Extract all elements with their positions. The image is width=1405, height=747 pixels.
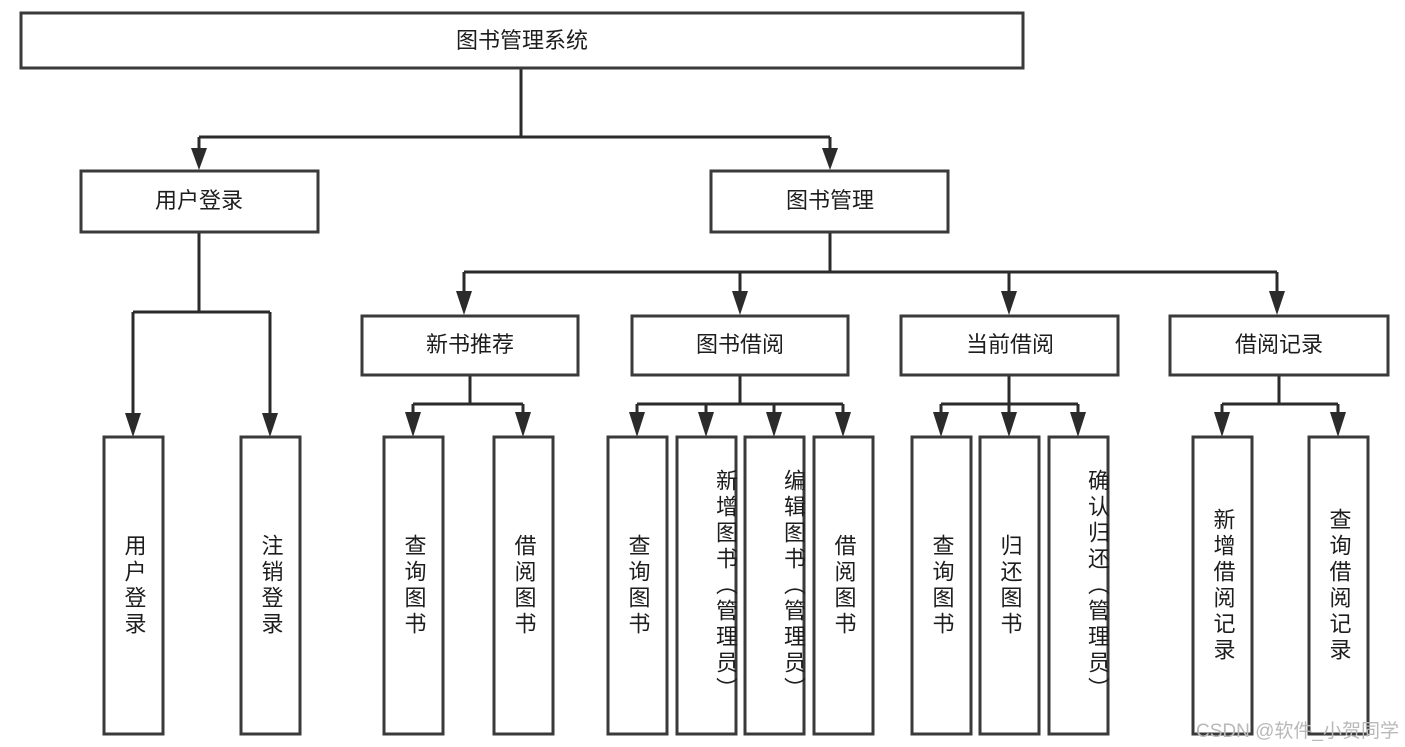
connector-group-currentborrow bbox=[933, 375, 1086, 437]
connector-group-bookborrow bbox=[629, 375, 851, 437]
arrowhead-leaf-add-record bbox=[1214, 412, 1230, 437]
connector-group-root bbox=[191, 68, 838, 170]
node-box-leaf-logout[interactable] bbox=[239, 435, 302, 736]
node-box-leaf-borrow-book-1[interactable] bbox=[492, 435, 555, 736]
label-root: 图书管理系统 bbox=[456, 28, 588, 53]
node-box-new-book-recommend[interactable] bbox=[360, 314, 580, 377]
arrowhead-current-borrow bbox=[1001, 291, 1017, 315]
connector-group-borrowrecord bbox=[1214, 375, 1346, 437]
arrowhead-borrow-record bbox=[1269, 291, 1285, 315]
node-box-leaf-borrow-book-2[interactable] bbox=[812, 435, 875, 736]
label-user-login: 用户登录 bbox=[155, 188, 243, 213]
node-box-borrow-record[interactable] bbox=[1168, 314, 1390, 377]
arrowhead-leaf-logout bbox=[262, 413, 278, 437]
arrowhead-leaf-confirm-return bbox=[1070, 412, 1086, 437]
node-box-leaf-return-book[interactable] bbox=[978, 435, 1041, 736]
arrowhead-leaf-edit-book bbox=[766, 412, 782, 437]
node-box-current-borrow[interactable] bbox=[899, 314, 1120, 377]
node-box-root[interactable] bbox=[19, 11, 1025, 70]
node-box-leaf-query-record[interactable] bbox=[1307, 435, 1370, 736]
node-box-book-management[interactable] bbox=[709, 169, 950, 234]
label-book-management: 图书管理 bbox=[786, 188, 874, 213]
arrowhead-leaf-query-book-1 bbox=[405, 412, 421, 437]
connector-group-bookmgmt bbox=[456, 232, 1285, 315]
node-box-user-login[interactable] bbox=[79, 169, 320, 234]
node-box-leaf-add-book[interactable] bbox=[675, 435, 738, 736]
node-box-leaf-query-book-2[interactable] bbox=[606, 435, 669, 736]
arrowhead-new-book-recommend bbox=[456, 291, 472, 315]
node-box-leaf-user-login[interactable] bbox=[102, 435, 165, 736]
node-box-book-borrow[interactable] bbox=[630, 314, 850, 377]
arrowhead-leaf-add-book bbox=[698, 412, 714, 437]
arrowhead-leaf-query-book-2 bbox=[629, 412, 645, 437]
arrowhead-leaf-query-book-3 bbox=[933, 412, 949, 437]
label-new-book-recommend: 新书推荐 bbox=[426, 332, 514, 357]
connector-group-userlogin bbox=[125, 232, 278, 437]
arrowhead-leaf-borrow-book-2 bbox=[835, 412, 851, 437]
node-box-leaf-query-book-1[interactable] bbox=[382, 435, 445, 736]
arrowhead-leaf-borrow-book-1 bbox=[515, 412, 531, 437]
node-box-leaf-confirm-return[interactable] bbox=[1047, 435, 1110, 736]
label-current-borrow: 当前借阅 bbox=[966, 332, 1054, 357]
connector-group-newbook bbox=[405, 375, 531, 437]
node-box-leaf-add-record[interactable] bbox=[1191, 435, 1254, 736]
arrowhead-leaf-user-login bbox=[125, 413, 141, 437]
node-box-leaf-query-book-3[interactable] bbox=[910, 435, 973, 736]
label-book-borrow: 图书借阅 bbox=[696, 332, 784, 357]
node-box-leaf-edit-book[interactable] bbox=[743, 435, 806, 736]
label-borrow-record: 借阅记录 bbox=[1235, 332, 1323, 357]
arrowhead-book-borrow bbox=[732, 291, 748, 315]
arrowhead-leaf-return-book bbox=[1001, 412, 1017, 437]
watermark-text: CSDN @软件_小贺同学 bbox=[1196, 721, 1399, 742]
arrowhead-leaf-query-record bbox=[1330, 412, 1346, 437]
arrowhead-bookmgmt bbox=[822, 148, 838, 170]
arrowhead-userlogin bbox=[191, 148, 207, 170]
